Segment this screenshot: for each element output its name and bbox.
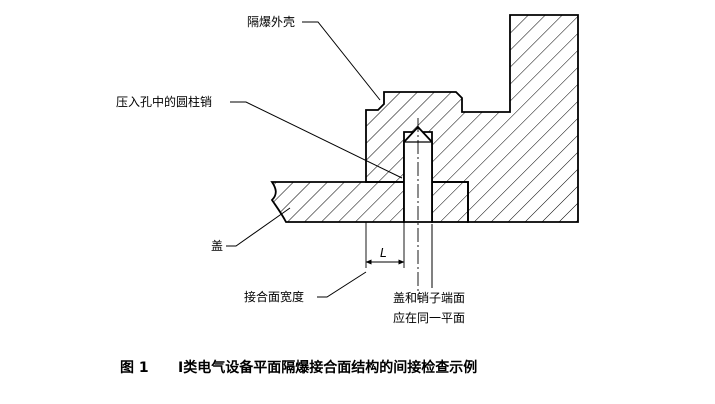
housing-body	[365, 14, 579, 223]
label-flush-line2: 应在同一平面	[393, 310, 465, 325]
label-housing: 隔爆外壳	[247, 15, 295, 29]
label-pin: 压入孔中的圆柱销	[116, 94, 212, 109]
cover-plate-right	[431, 181, 469, 223]
dimension-label: L	[380, 246, 387, 260]
cover-plate	[270, 181, 405, 223]
leader-cover	[226, 207, 291, 247]
label-joint-width: 接合面宽度	[244, 289, 304, 304]
caption-text: Ⅰ类电气设备平面隔爆接合面结构的间接检查示例	[178, 359, 477, 376]
leader-pin	[230, 101, 403, 179]
leader-joint-width	[317, 271, 367, 298]
leader-housing	[302, 21, 381, 101]
caption-number: 图 1	[120, 360, 149, 376]
label-cover: 盖	[211, 239, 223, 253]
label-flush-line1: 盖和销子端面	[393, 291, 465, 305]
